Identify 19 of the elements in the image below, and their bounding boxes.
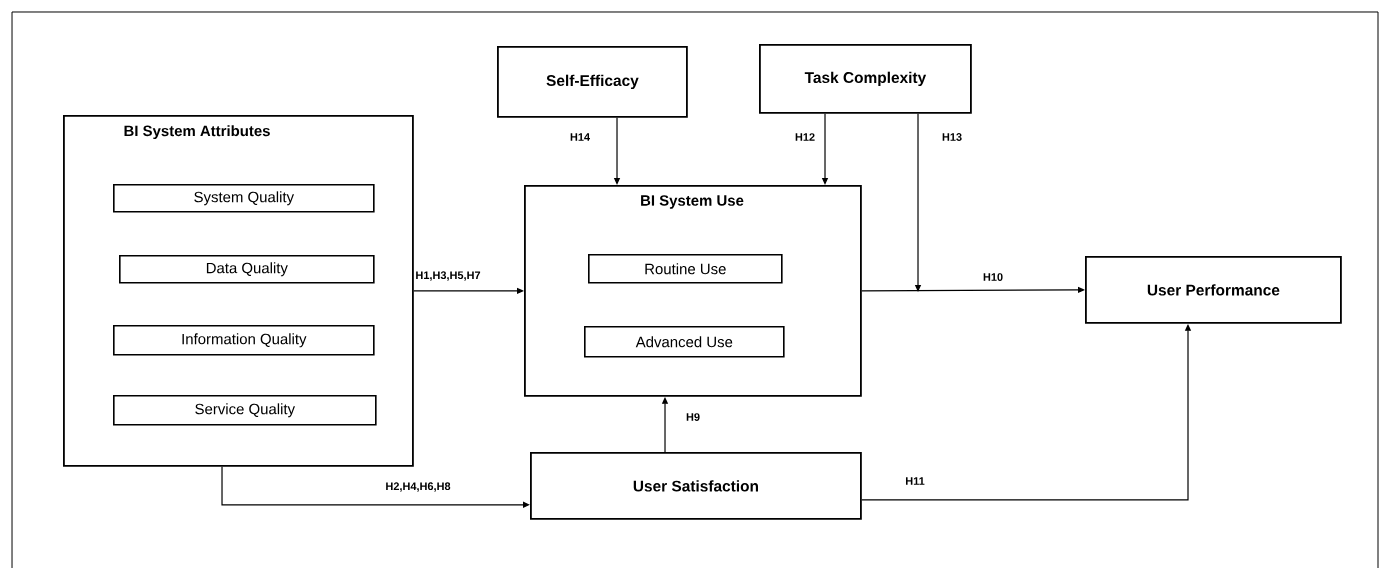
item-box: Data Quality [119,255,375,284]
construct-box: User Performance [1085,256,1342,324]
item-box: System Quality [113,184,375,213]
item-box: Service Quality [113,395,377,426]
edge-label: H12 [793,132,817,142]
construct-box: User Satisfaction [530,452,862,520]
item-box: Routine Use [588,254,783,284]
edge-label: H11 [904,476,926,486]
edge-label: H14 [568,132,592,142]
construct-box: Task Complexity [759,44,972,114]
item-box: Advanced Use [584,326,785,358]
edge-label: H13 [940,132,964,142]
edge-label: H1,H3,H5,H7 [414,270,482,282]
construct-box: Self-Efficacy [497,46,688,118]
edge-label: H10 [981,272,1005,282]
arrow [221,466,530,508]
edge-label: H9 [685,412,701,422]
edge-label: H2,H4,H6,H8 [384,481,452,493]
item-box: Information Quality [113,325,375,356]
